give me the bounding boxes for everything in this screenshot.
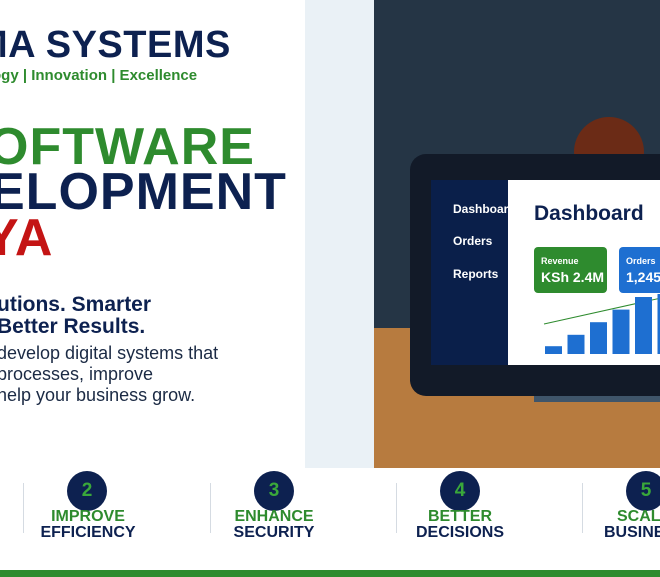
feature-2-subtitle: EFFICIENCY [40,524,136,541]
subheading-line-1: utions. Smarter [0,293,152,316]
chart-bar [657,294,660,354]
chart-bar [590,322,607,354]
feature-number-5: 5 [626,471,660,511]
revenue-card: Revenue KSh 2.4M [534,247,607,293]
dashboard-title: Dashboard [534,202,644,225]
chart-bar [567,334,585,354]
body-text-line-3: help your business grow. [0,385,196,405]
dashboard-panel: Dashboard Revenue KSh 2.4M Orders 1,245 [508,180,660,365]
feature-number-3: 3 [254,471,294,511]
feature-2-title: IMPROVE [51,508,125,525]
revenue-label: Revenue [541,256,579,266]
feature-4-title: BETTER [428,508,492,525]
feature-4-subtitle: DECISIONS [415,524,504,541]
brand-name: MA SYSTEMS [0,24,231,66]
feature-separator [396,483,397,533]
feature-separator [23,483,24,533]
hero-image: Dashboard Orders Reports Dashboard Reven… [374,0,660,468]
brand-tagline: ogy | Innovation | Excellence [0,67,198,84]
hero-text-panel: MA SYSTEMS ogy | Innovation | Excellence… [0,0,305,468]
subheading-line-2: Better Results. [0,315,146,338]
chart-bar [612,309,630,354]
orders-value: 1,245 [626,269,660,285]
headline-line-1: OFTWARE [0,118,255,176]
revenue-value: KSh 2.4M [541,269,605,285]
feature-separator [210,483,211,533]
chart-bar [545,346,562,354]
body-text-line-1: develop digital systems that [0,343,219,363]
feature-number-4: 4 [440,471,480,511]
chart-bar [635,297,652,354]
background-gap [305,0,374,468]
feature-5-subtitle: BUSINE [604,524,660,541]
laptop-screen: Dashboard Orders Reports Dashboard Reven… [431,180,660,365]
dashboard-nav-reports: Reports [453,267,499,281]
feature-separator [582,483,583,533]
feature-3-title: ENHANCE [234,508,314,525]
features-row: 2 IMPROVE EFFICIENCY 3 ENHANCE SECURITY … [0,468,660,570]
headline-line-3: YA [0,209,54,267]
dashboard-nav-dashboard: Dashboard [453,202,516,216]
feature-number-2: 2 [67,471,107,511]
orders-card: Orders 1,245 [619,247,660,293]
dashboard-nav-orders: Orders [453,234,493,248]
headline-line-2: ELOPMENT [0,163,287,221]
feature-5-title: SCAL [617,508,660,525]
body-text-line-2: processes, improve [0,364,154,384]
dashboard-bar-chart [543,294,660,354]
trend-line [543,297,660,325]
laptop: Dashboard Orders Reports Dashboard Reven… [410,154,660,396]
feature-3-subtitle: SECURITY [233,524,315,541]
orders-label: Orders [626,256,656,266]
bottom-accent-bar [0,570,660,577]
